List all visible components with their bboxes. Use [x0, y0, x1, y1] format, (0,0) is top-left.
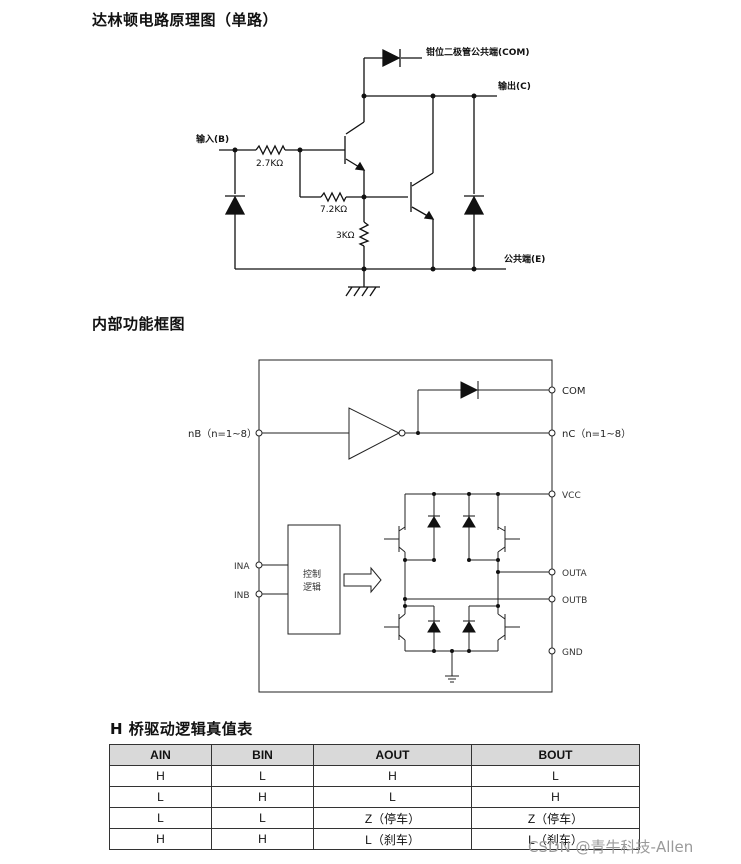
table-cell: L	[211, 807, 314, 829]
truth-table: AIN BIN AOUT BOUT H L H L L H L H L L Z（…	[109, 744, 640, 850]
inb-pin-label: INB	[234, 591, 250, 601]
control-logic-label-2: 逻辑	[303, 581, 321, 593]
table-cell: H	[109, 765, 212, 787]
table-cell: L	[471, 765, 640, 787]
table-cell: L	[211, 765, 314, 787]
table-cell: L	[313, 786, 472, 808]
r3-label: 3KΩ	[336, 231, 355, 241]
table-cell: H	[211, 786, 314, 808]
vcc-pin-label: VCC	[562, 491, 581, 501]
common-label: 公共端(E)	[504, 253, 545, 265]
header-bin: BIN	[211, 744, 314, 766]
table-row: L H L H	[109, 786, 640, 808]
output-label: 输出(C)	[498, 80, 531, 92]
table-header-row: AIN BIN AOUT BOUT	[109, 744, 640, 766]
ina-pin-label: INA	[234, 562, 250, 572]
table-row: L L Z（停车） Z（停车）	[109, 807, 640, 829]
schematic-title: 达林顿电路原理图（单路）	[92, 11, 279, 29]
outb-pin-label: OUTB	[562, 596, 587, 606]
truth-table-title: H 桥驱动逻辑真值表	[110, 720, 253, 738]
control-logic-label-1: 控制	[303, 568, 321, 580]
table-cell: L（刹车）	[313, 828, 472, 850]
outa-pin-label: OUTA	[562, 569, 587, 579]
table-cell: H	[109, 828, 212, 850]
r1-label: 2.7KΩ	[256, 159, 283, 169]
com-diode-label: 钳位二极管公共端(COM)	[426, 46, 529, 58]
header-bout: BOUT	[471, 744, 640, 766]
gnd-pin-label: GND	[562, 648, 583, 658]
table-cell: Z（停车）	[313, 807, 472, 829]
table-cell: H	[211, 828, 314, 850]
com-pin-label: COM	[562, 386, 585, 397]
table-cell: H	[471, 786, 640, 808]
block-diagram-title: 内部功能框图	[92, 315, 186, 333]
input-label: 输入(B)	[196, 133, 229, 145]
nb-pin-label: nB（n=1~8）	[188, 428, 257, 440]
table-row: H H L（刹车） L（刹车）	[109, 828, 640, 850]
table-cell: Z（停车）	[471, 807, 640, 829]
nc-pin-label: nC（n=1~8）	[562, 428, 631, 440]
table-cell: L（刹车）	[471, 828, 640, 850]
header-ain: AIN	[109, 744, 212, 766]
table-cell: H	[313, 765, 472, 787]
table-cell: L	[109, 807, 212, 829]
table-row: H L H L	[109, 765, 640, 787]
watermark: CSDN @青牛科技-Allen	[528, 838, 694, 856]
r2-label: 7.2KΩ	[320, 205, 347, 215]
chip-outline	[258, 359, 553, 693]
table-cell: L	[109, 786, 212, 808]
header-aout: AOUT	[313, 744, 472, 766]
